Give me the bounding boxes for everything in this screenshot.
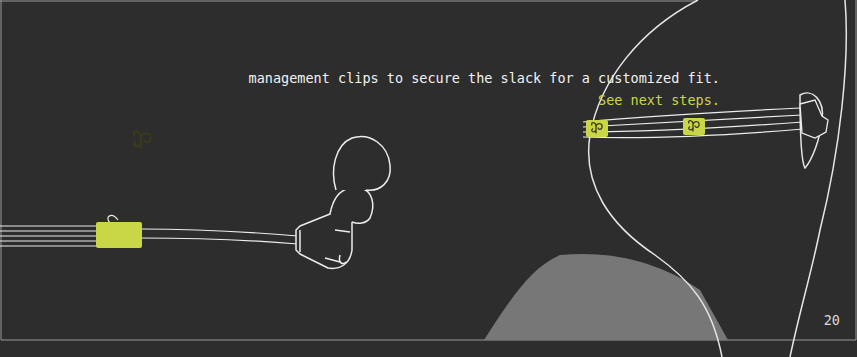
- cable: [583, 108, 803, 138]
- earbud-left: [296, 137, 390, 269]
- link-text: See next steps.: [598, 92, 720, 108]
- instruction-text: management clips to secure the slack for…: [249, 70, 720, 86]
- cable: [0, 216, 298, 246]
- cable-clip: [96, 132, 151, 248]
- page-number: 20: [824, 312, 840, 328]
- head-outline: [589, 0, 847, 357]
- shoulder: [484, 254, 728, 340]
- frame: [0, 0, 856, 340]
- earbud-right: [800, 100, 828, 138]
- cable-clip: [586, 118, 705, 137]
